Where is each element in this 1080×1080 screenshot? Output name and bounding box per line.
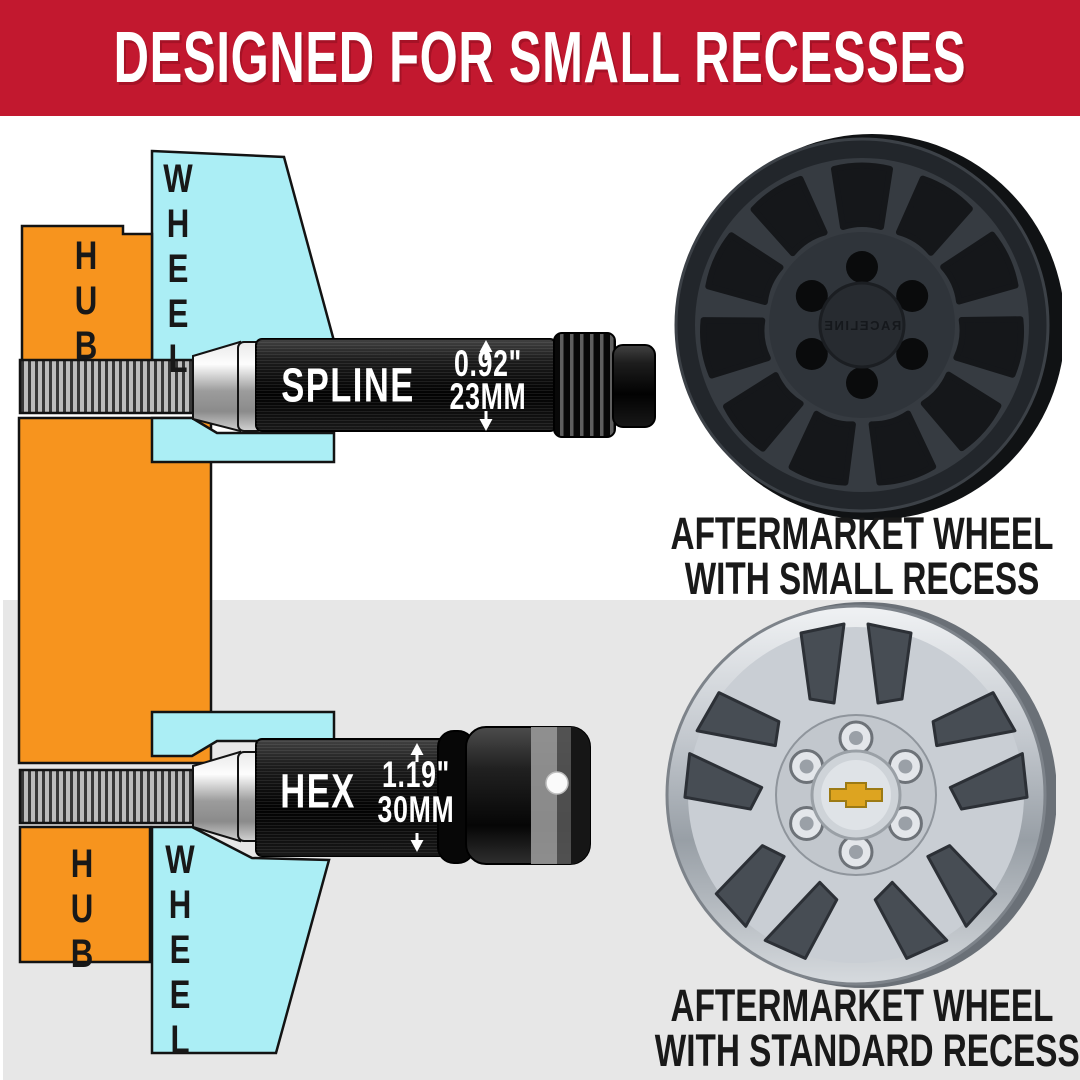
wheel-spoke-windows [700,162,1025,486]
small-recess-wheel: RACELINE [674,134,1062,520]
wheel-spoke-windows [683,622,1029,960]
spline-label: SPLINE [281,359,415,413]
hub-cross-section-bottom [18,825,152,964]
hex-depth-mm: 30MM [377,789,455,830]
caption-small-recess-line1: AFTERMARKET WHEEL [670,508,1054,559]
caption-standard-recess-line2: WITH STANDARD RECESS [654,1024,1080,1076]
cone-seat-bottom [192,750,241,843]
cone-seat-top [192,340,241,433]
wheel-cross-section-bottom-upper [150,710,336,758]
hex-label: HEX [280,765,356,819]
banner-title: DESIGNED FOR SMALL RECESSES [113,18,967,98]
spline-depth-inches: 0.92" [453,343,523,384]
wheel-label-bottom: WHEEL [162,838,198,1063]
chevy-bowtie-icon [829,782,883,808]
title-banner: DESIGNED FOR SMALL RECESSES [0,0,1080,116]
lug-nuts [789,720,923,870]
center-cap [818,281,906,369]
spline-nut-grooves [553,332,616,438]
hub-label-bottom: HUB [64,842,100,977]
hub-label-top: HUB [68,234,104,369]
depth-arrow-top [479,340,493,431]
hub-column-cross-section [17,416,213,765]
impact-socket-details [531,727,590,864]
center-cap-brand-text: RACELINE [823,318,901,333]
caption-standard-recess-line1: AFTERMARKET WHEEL [670,980,1054,1031]
hex-depth-inches: 1.19" [381,754,451,795]
caption-small-recess-line2: WITH SMALL RECESS [684,552,1040,604]
caption-small-recess: AFTERMARKET WHEEL WITH SMALL RECESS [655,508,1069,604]
lug-holes [795,251,929,399]
spline-depth-mm: 23MM [449,376,527,417]
socket-pin-hole [545,771,569,795]
spline-nut-texture [256,339,556,431]
hex-nut-texture [256,739,446,856]
spline-nut-end-cap [612,344,656,428]
depth-arrow-bottom [410,743,424,852]
wheel-label-top: WHEEL [160,157,196,382]
caption-standard-recess: AFTERMARKET WHEEL WITH STANDARD RECESS [654,980,1080,1076]
standard-recess-wheel [665,602,1056,988]
wheel-stud-bottom [18,768,197,825]
